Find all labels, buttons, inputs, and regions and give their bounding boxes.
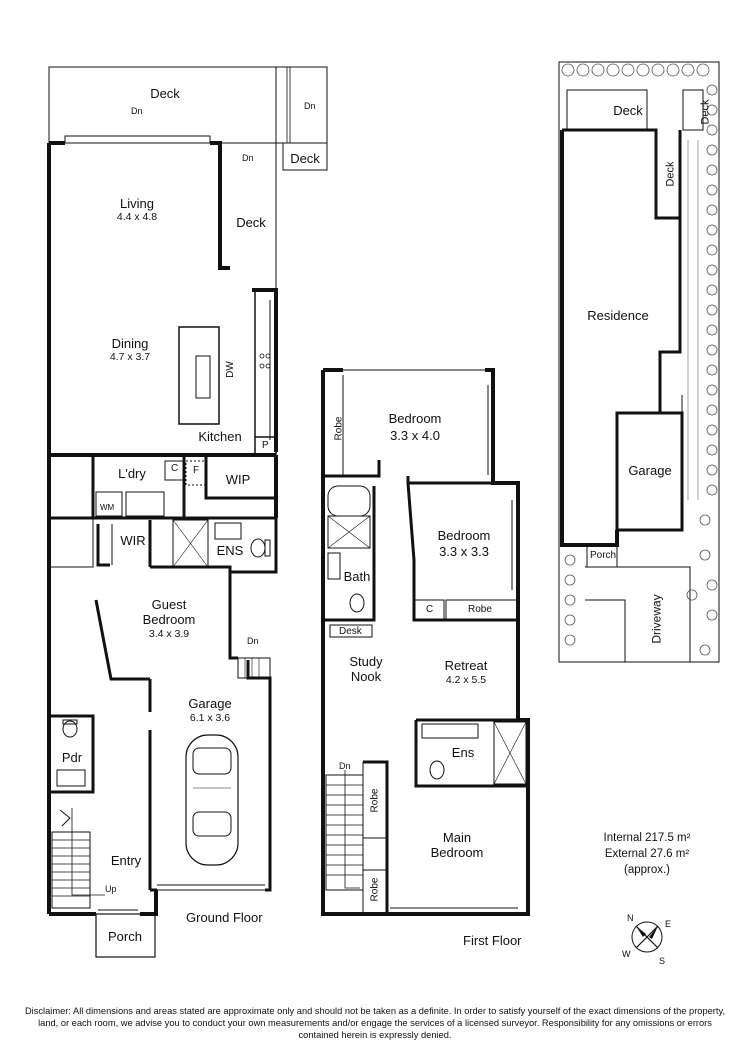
entry-label: Entry bbox=[110, 853, 142, 868]
stair-down-label: Dn bbox=[242, 153, 254, 163]
robe-label: Robe bbox=[369, 877, 381, 902]
stair-down-label: Dn bbox=[247, 636, 259, 646]
site-deck-label: Deck bbox=[613, 103, 643, 118]
bath-label: Bath bbox=[343, 569, 371, 584]
fridge-label: F bbox=[193, 465, 200, 476]
stair-down-label: Dn bbox=[131, 106, 143, 116]
site-deck-label: Deck bbox=[664, 161, 677, 187]
cupboard-label: C bbox=[426, 604, 434, 615]
deck-corner-label: Deck bbox=[290, 151, 320, 166]
first-floor-title: First Floor bbox=[463, 933, 522, 948]
dining-room-label: Dining bbox=[111, 336, 149, 351]
robe-label: Robe bbox=[468, 604, 492, 615]
bedroom-1-label: Bedroom bbox=[388, 411, 442, 426]
guest-bedroom-dimensions: 3.4 x 3.9 bbox=[148, 628, 190, 640]
guest-bedroom-label: Guest Bedroom bbox=[142, 597, 196, 627]
site-deck-label: Deck bbox=[699, 99, 712, 125]
area-note: (approx.) bbox=[623, 864, 671, 876]
bedroom-1-dimensions: 3.3 x 4.0 bbox=[390, 428, 440, 443]
internal-area: Internal 217.5 m² bbox=[603, 832, 691, 844]
laundry-label: L'dry bbox=[118, 466, 146, 481]
dishwasher-label: DW bbox=[224, 361, 236, 378]
powder-room-label: Pdr bbox=[61, 750, 83, 765]
site-porch-label: Porch bbox=[590, 550, 617, 561]
site-garage-label: Garage bbox=[628, 463, 672, 478]
compass-south: S bbox=[659, 956, 666, 966]
robe-label: Robe bbox=[369, 788, 381, 813]
wir-label: WIR bbox=[120, 533, 146, 548]
retreat-dimensions: 4.2 x 5.5 bbox=[445, 674, 487, 686]
robe-label: Robe bbox=[333, 416, 345, 441]
dining-room-dimensions: 4.7 x 3.7 bbox=[109, 351, 151, 363]
driveway-label: Driveway bbox=[649, 594, 664, 644]
stair-up-label: Up bbox=[105, 884, 117, 894]
kitchen-label: Kitchen bbox=[198, 429, 242, 444]
residence-label: Residence bbox=[587, 308, 649, 323]
ensuite-label: Ens bbox=[451, 745, 475, 760]
ensuite-label: ENS bbox=[216, 543, 244, 558]
compass-north: N bbox=[627, 913, 634, 923]
garage-dimensions: 6.1 x 3.6 bbox=[189, 712, 231, 724]
deck-side-label: Deck bbox=[236, 215, 266, 230]
retreat-label: Retreat bbox=[444, 658, 488, 673]
stair-down-label: Dn bbox=[339, 761, 351, 771]
main-bedroom-label: Main Bedroom bbox=[430, 830, 484, 860]
stair-down-label: Dn bbox=[304, 101, 316, 111]
bedroom-2-dimensions: 3.3 x 3.3 bbox=[439, 544, 489, 559]
cupboard-label: C bbox=[171, 463, 179, 474]
living-room-label: Living bbox=[120, 196, 154, 211]
external-area: External 27.6 m² bbox=[604, 848, 690, 860]
disclaimer-text: Disclaimer: All dimensions and areas sta… bbox=[24, 1006, 726, 1040]
compass-east: E bbox=[665, 919, 672, 929]
desk-label: Desk bbox=[339, 626, 362, 637]
study-nook-label: Study Nook bbox=[349, 654, 383, 684]
bedroom-2-label: Bedroom bbox=[437, 528, 491, 543]
ground-floor-title: Ground Floor bbox=[186, 910, 263, 925]
compass-west: W bbox=[622, 949, 631, 959]
pantry-label: P bbox=[262, 440, 269, 451]
washing-machine-label: WM bbox=[100, 503, 115, 512]
porch-label: Porch bbox=[108, 929, 142, 944]
garage-label: Garage bbox=[188, 696, 232, 711]
wip-label: WIP bbox=[225, 472, 251, 487]
living-room-dimensions: 4.4 x 4.8 bbox=[116, 211, 158, 223]
deck-top-label: Deck bbox=[150, 86, 180, 101]
